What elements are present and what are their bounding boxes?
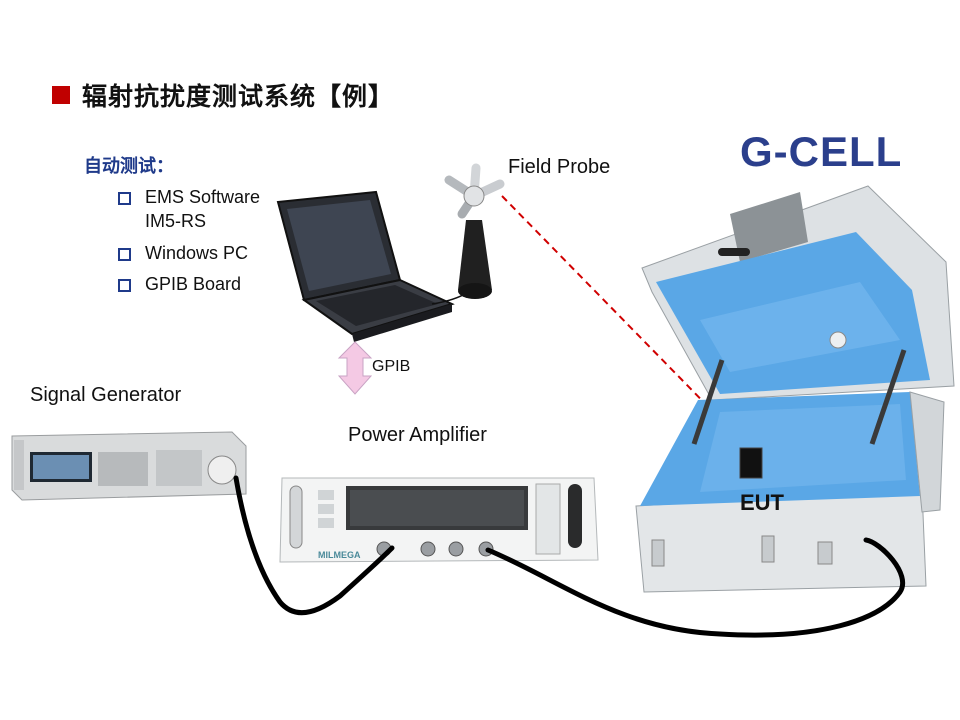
list-item-label: IM5-RS: [145, 210, 206, 232]
auto-test-heading: 自动测试：: [84, 152, 174, 178]
laptop-image: [278, 192, 452, 342]
list-item: EMS Software: [118, 186, 260, 208]
gpib-label: GPIB: [372, 358, 410, 376]
title-square-icon: [52, 86, 70, 104]
square-bullet-icon: [118, 192, 131, 205]
list-item-label: GPIB Board: [145, 273, 241, 295]
gcell-image: [636, 186, 954, 592]
signal-generator-label: Signal Generator: [30, 384, 181, 407]
double-arrow-icon: [339, 342, 371, 394]
list-item: GPIB Board: [118, 273, 241, 295]
list-item-label: Windows PC: [145, 242, 248, 264]
field-probe-label: Field Probe: [508, 156, 610, 179]
amp-brand-label: MILMEGA: [318, 550, 361, 560]
power-amplifier-image: MILMEGA: [280, 478, 598, 562]
list-item-continuation: IM5-RS: [145, 210, 206, 232]
square-bullet-icon: [118, 248, 131, 261]
square-bullet-icon: [118, 279, 131, 292]
power-amplifier-label: Power Amplifier: [348, 424, 487, 447]
signal-generator-image: [12, 432, 246, 500]
eut-label: EUT: [740, 490, 784, 516]
list-item-label: EMS Software: [145, 186, 260, 208]
list-item: Windows PC: [118, 242, 248, 264]
title-text: 辐射抗扰度测试系统【例】: [82, 77, 394, 113]
gcell-title: G-CELL: [740, 128, 902, 176]
slide-title: 辐射抗扰度测试系统【例】: [52, 78, 394, 112]
field-probe-image: [449, 168, 500, 299]
